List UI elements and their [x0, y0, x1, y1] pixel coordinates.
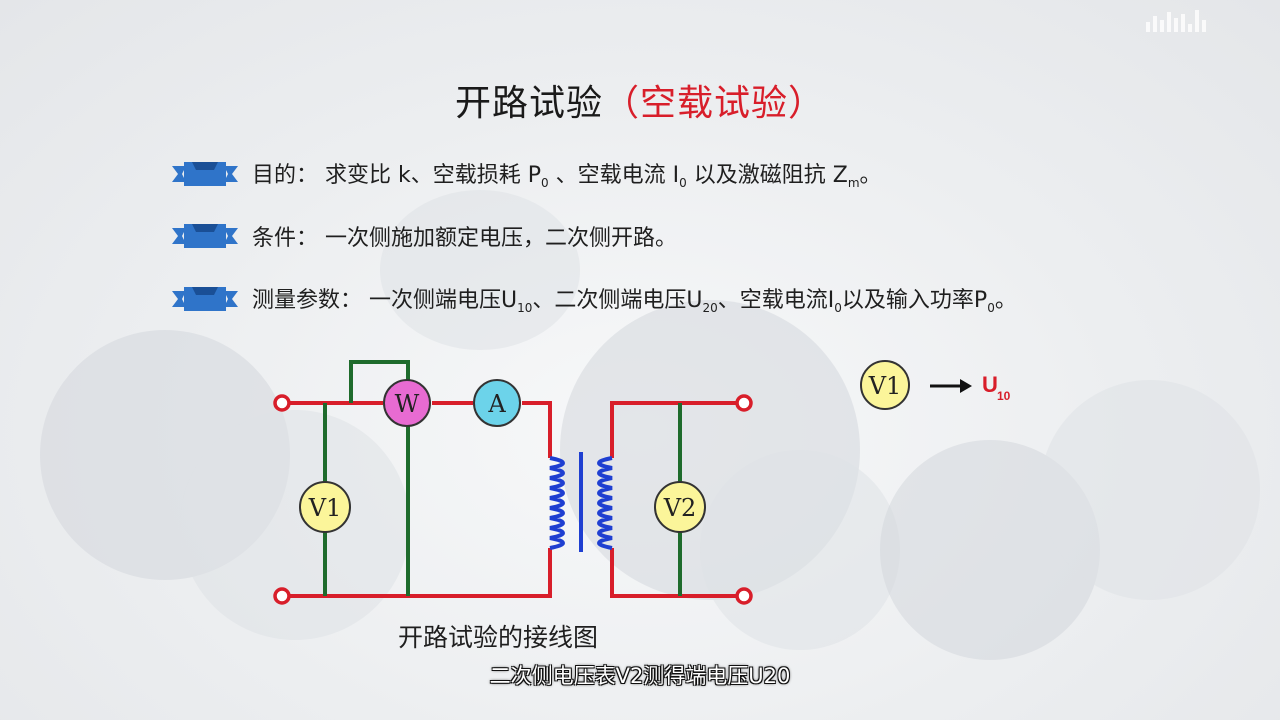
green-wires: [323, 360, 682, 596]
terminals: [273, 394, 753, 605]
diagram-caption: 开路试验的接线图: [398, 623, 599, 652]
ribbon-icon: [172, 224, 238, 248]
ribbon-icon: [172, 161, 238, 186]
bullet-text-purpose: 目的： 求变比 k、空载损耗 P0 、空载电流 I0 以及激磁阻抗 Zm。: [252, 163, 882, 190]
voltmeter-v2: V2: [654, 481, 706, 533]
bullet-measurement: 测量参数： 一次侧端电压U10、二次侧端电压U20、空载电流I0以及输入功率P0…: [172, 282, 1017, 315]
wattmeter: W: [383, 379, 431, 427]
legend-meter-label: V1: [868, 372, 902, 400]
wattmeter-label: W: [395, 390, 420, 418]
ribbon-icon: [172, 286, 238, 311]
transformer-icon: [549, 452, 613, 552]
title-main: 开路试验: [454, 83, 603, 124]
terminal-output-bottom: [735, 587, 753, 605]
page-title: 开路试验（空载试验）: [0, 74, 1280, 126]
terminal-input-top: [273, 394, 291, 412]
legend-symbol: U: [982, 372, 998, 397]
voltmeter-v2-label: V2: [663, 494, 697, 522]
video-subtitle: 二次侧电压表V2测得端电压U20: [489, 664, 791, 688]
legend-subscript: 10: [997, 389, 1011, 403]
arrow-right-icon: [960, 379, 972, 393]
terminal-input-bottom: [273, 587, 291, 605]
title-paren: （空载试验）: [603, 83, 826, 124]
bullet-text-measurement: 测量参数： 一次侧端电压U10、二次侧端电压U20、空载电流I0以及输入功率P0…: [252, 288, 1017, 315]
terminal-output-top: [735, 394, 753, 412]
logo-icon: [1146, 6, 1246, 32]
ammeter-label: A: [487, 390, 506, 418]
ammeter: A: [473, 379, 521, 427]
bullet-condition: 条件： 一次侧施加额定电压，二次侧开路。: [172, 220, 677, 252]
bullet-text-condition: 条件： 一次侧施加额定电压，二次侧开路。: [252, 226, 677, 251]
legend-v1-u10: V1 U 10: [860, 360, 1011, 410]
voltmeter-v1-label: V1: [308, 494, 342, 522]
voltmeter-v1: V1: [299, 481, 351, 533]
bullet-purpose: 目的： 求变比 k、空载损耗 P0 、空载电流 I0 以及激磁阻抗 Zm。: [172, 157, 882, 190]
red-wires: [290, 401, 736, 598]
